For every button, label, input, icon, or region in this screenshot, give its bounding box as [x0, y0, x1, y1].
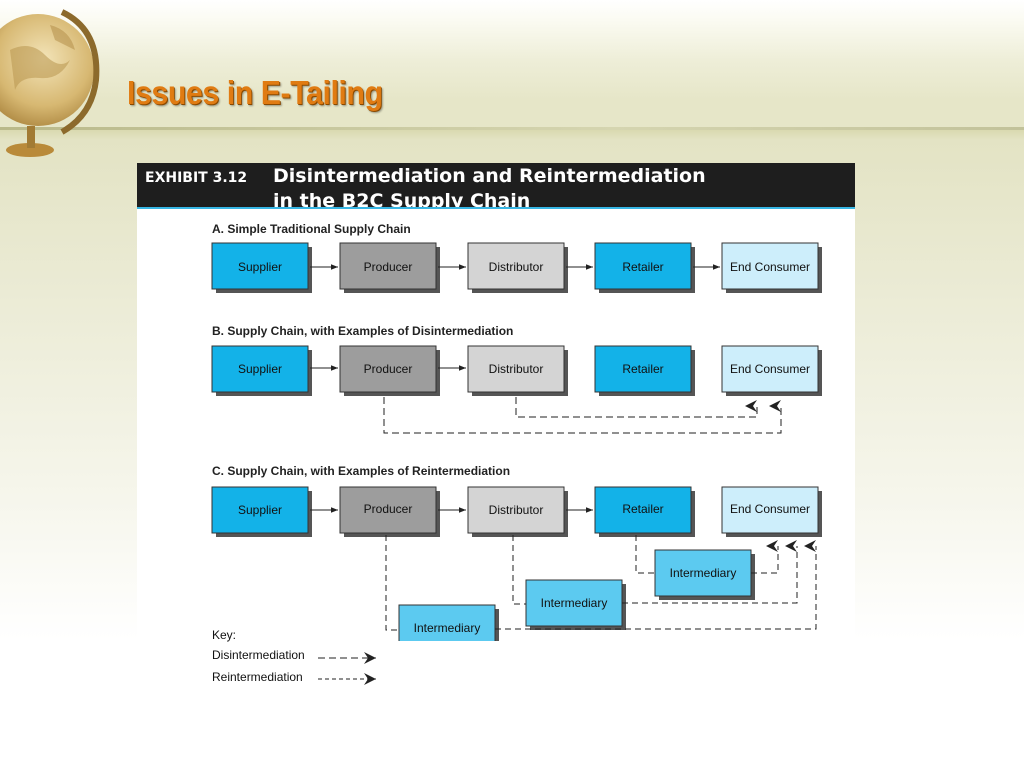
c-producer-to-intermediary-path [385, 535, 399, 631]
b-distributor-node [467, 345, 565, 393]
a-end-consumer-node [721, 242, 819, 290]
section-a-chain: Supplier Producer Distributor Retailer E… [211, 242, 822, 293]
b-producer-label: Producer [364, 362, 413, 376]
c-distributor-node [467, 486, 565, 534]
c-distributor-label: Distributor [489, 503, 544, 517]
diagram-key: Key: Disintermediation Reintermediation [212, 628, 376, 685]
b-end-consumer-node [721, 345, 819, 393]
slide-title: Issues in E-Tailing [127, 74, 383, 111]
c-intermediary-retailer-to-consumer-path [751, 540, 779, 574]
b-retailer-label: Retailer [622, 362, 663, 376]
a-end-consumer-label: End Consumer [730, 260, 810, 274]
key-disintermediation-label: Disintermediation [212, 648, 305, 662]
a-distributor-node [467, 242, 565, 290]
a-supplier-node [211, 242, 309, 290]
section-b-chain: Supplier Producer Distributor Retailer E… [211, 345, 822, 434]
exhibit-title-line1: Disintermediation and Reintermediation [273, 165, 706, 187]
c-supplier-node [211, 486, 309, 534]
exhibit-header: EXHIBIT 3.12 Disintermediation and Reint… [137, 163, 855, 209]
section-c-chain: Supplier Producer Distributor Retailer E… [211, 486, 822, 641]
c-retailer-node [594, 486, 692, 534]
exhibit-label: EXHIBIT 3.12 [145, 170, 248, 186]
c-intermediary-retailer-node [654, 549, 752, 597]
b-distributor-to-consumer-path [515, 397, 758, 418]
c-intermediary-producer-to-consumer-path [495, 540, 817, 630]
b-supplier-node [211, 345, 309, 393]
a-producer-label: Producer [364, 260, 413, 274]
a-distributor-label: Distributor [489, 260, 544, 274]
a-retailer-label: Retailer [622, 260, 663, 274]
b-supplier-label: Supplier [238, 362, 282, 376]
c-intermediary-distributor-label: Intermediary [541, 596, 608, 610]
b-retailer-node [594, 345, 692, 393]
c-intermediary-distributor-to-consumer-path [622, 540, 798, 604]
c-retailer-to-intermediary-path [635, 535, 655, 574]
c-end-consumer-node [721, 486, 819, 534]
a-supplier-label: Supplier [238, 260, 282, 274]
c-producer-label: Producer [364, 502, 413, 516]
c-intermediary-retailer-label: Intermediary [670, 566, 737, 580]
section-c-heading: C. Supply Chain, with Examples of Reinte… [212, 464, 510, 478]
b-producer-to-consumer-path [383, 397, 782, 434]
c-producer-node [339, 486, 437, 534]
exhibit-figure: EXHIBIT 3.12 Disintermediation and Reint… [137, 163, 855, 641]
section-b-heading: B. Supply Chain, with Examples of Disint… [212, 324, 513, 338]
a-producer-node [339, 242, 437, 290]
b-end-consumer-label: End Consumer [730, 362, 810, 376]
key-reintermediation-label: Reintermediation [212, 670, 303, 684]
c-intermediary-distributor-node [525, 579, 623, 627]
globe-icon [0, 9, 100, 157]
c-intermediary-producer-label: Intermediary [414, 621, 481, 635]
exhibit-title-line2: in the B2C Supply Chain [273, 190, 531, 209]
b-distributor-label: Distributor [489, 362, 544, 376]
c-intermediary-producer-node [398, 604, 496, 641]
exhibit-title: Disintermediation and Reintermediation i… [273, 164, 706, 209]
c-end-consumer-label: End Consumer [730, 502, 810, 516]
c-distributor-to-intermediary-path [512, 535, 526, 605]
a-retailer-node [594, 242, 692, 290]
b-producer-node [339, 345, 437, 393]
key-title: Key: [212, 628, 236, 642]
header-divider [0, 127, 1024, 130]
exhibit-header-accent [137, 207, 855, 209]
section-a-heading: A. Simple Traditional Supply Chain [212, 222, 411, 236]
supply-chain-diagram: A. Simple Traditional Supply Chain B. Su… [211, 222, 822, 641]
c-supplier-label: Supplier [238, 503, 282, 517]
c-retailer-label: Retailer [622, 502, 663, 516]
